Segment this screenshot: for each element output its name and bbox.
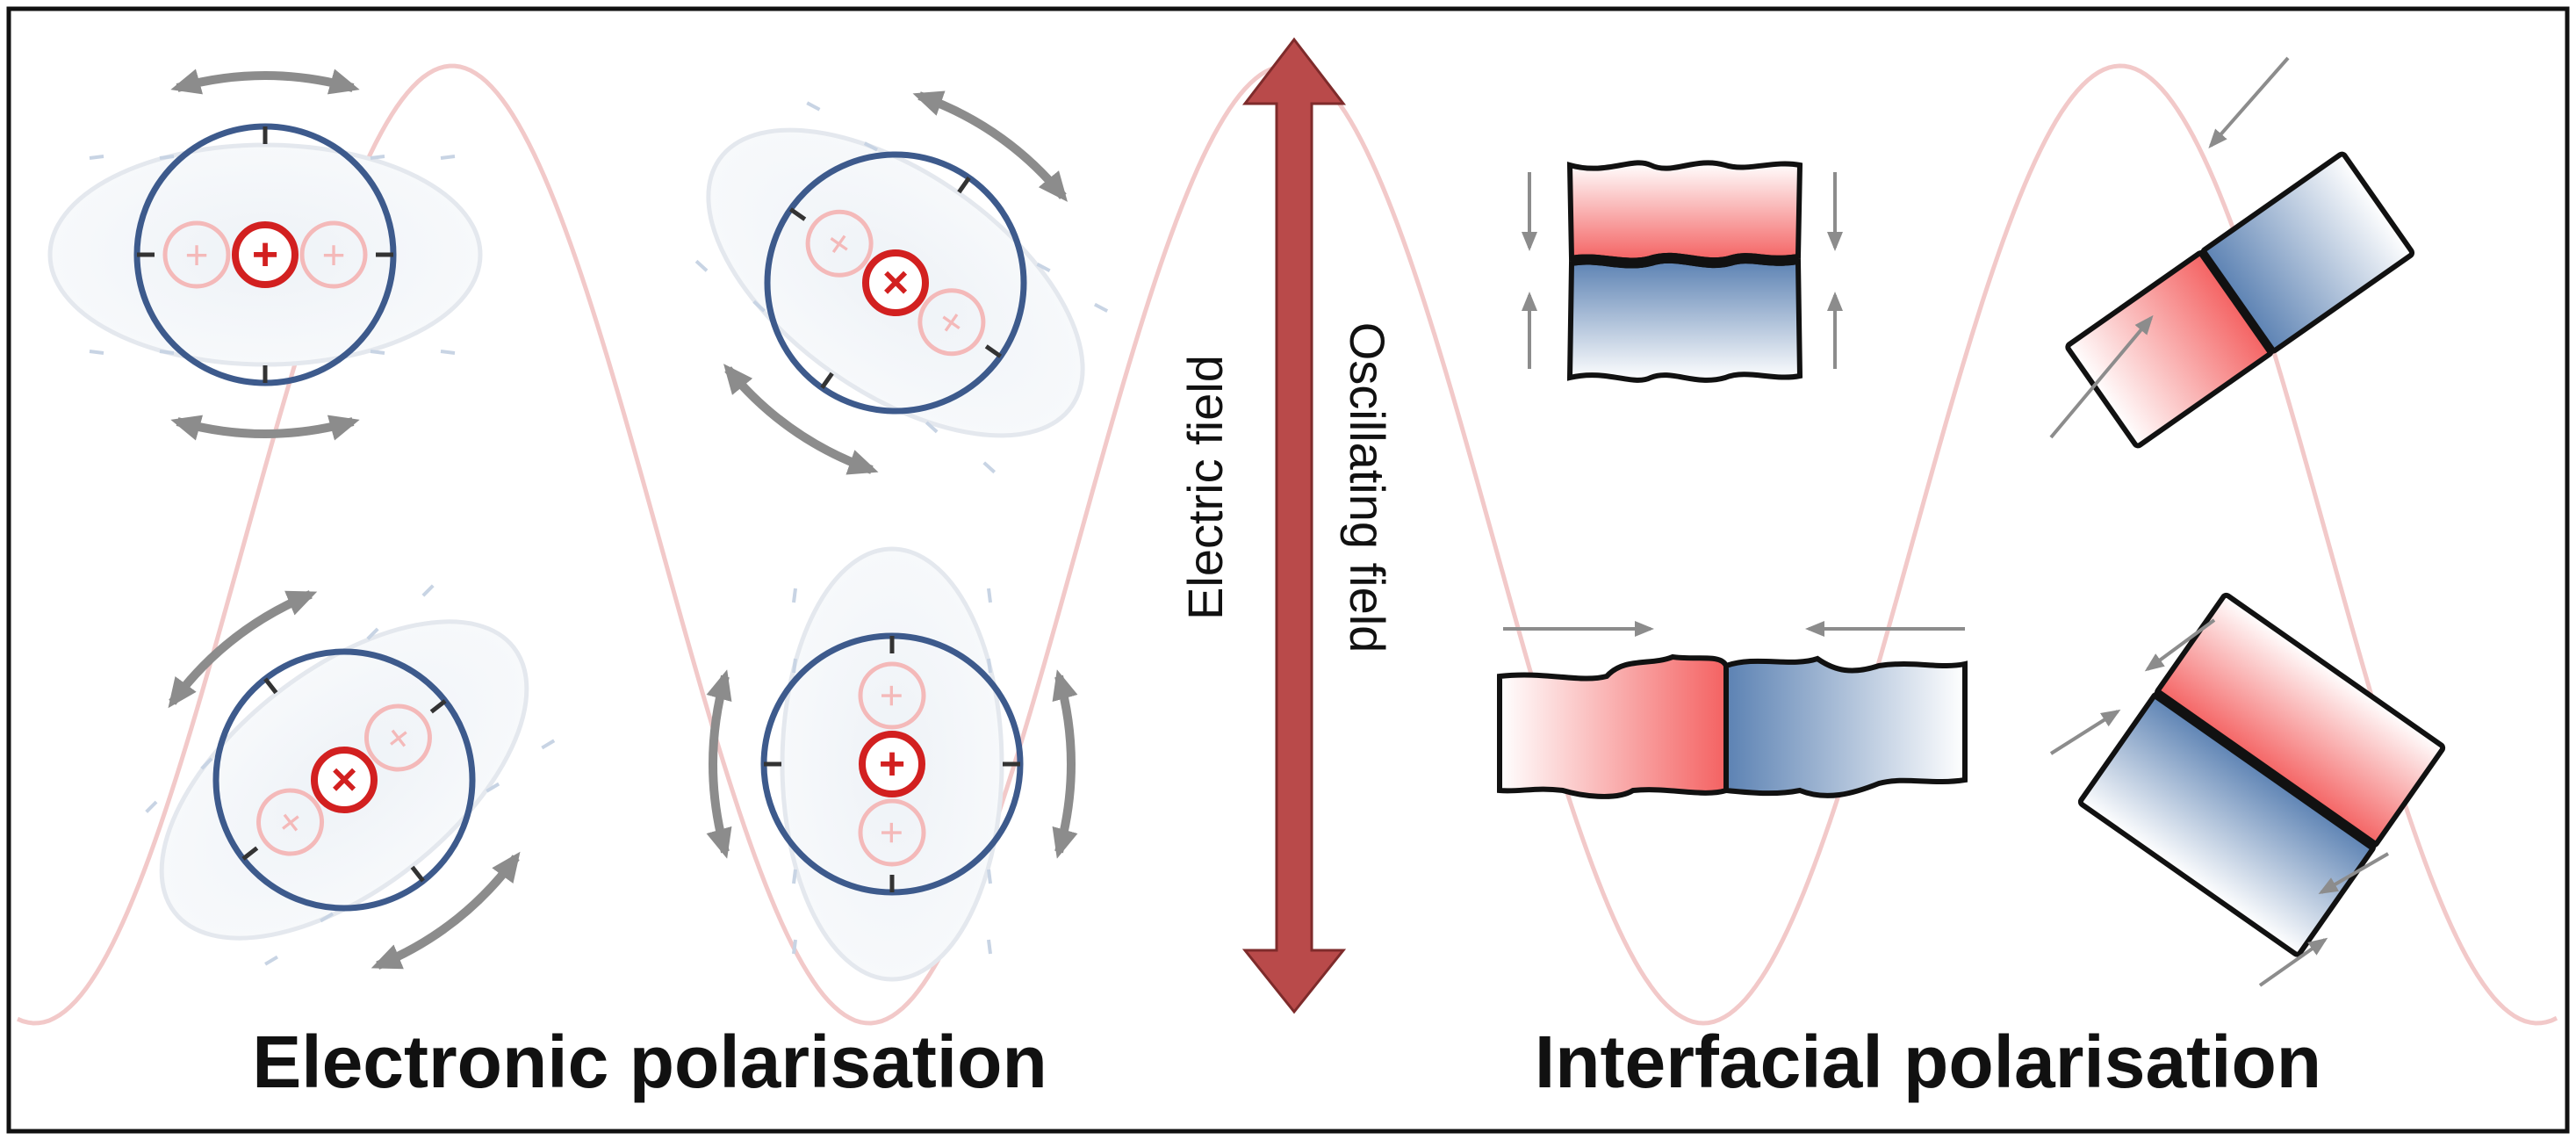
ghost-charge-mark — [366, 627, 379, 640]
ghost-charge-mark — [806, 101, 821, 112]
charge-tick — [429, 699, 447, 714]
electronic-polarisation-group: + + + ++× ++× + + + — [47, 69, 1109, 982]
nucleus-charge-label: × — [882, 257, 909, 308]
curved-double-arrow-icon — [371, 851, 521, 970]
atom-icon: + + + — [706, 546, 1078, 982]
curved-double-arrow-icon — [1052, 669, 1078, 859]
ghost-charge-mark — [264, 955, 278, 966]
charge-tick — [241, 846, 259, 861]
curved-double-arrow-icon — [168, 590, 318, 709]
ghost-charge-mark — [987, 869, 992, 884]
electric-field-arrow — [1241, 37, 1347, 1014]
ghost-charge-mark — [1093, 302, 1109, 313]
nucleus-charge-label: + — [879, 739, 905, 790]
interface-block-icon — [1497, 621, 1968, 799]
interface-block-icon — [2077, 592, 2446, 957]
curved-double-arrow-icon — [706, 669, 732, 859]
nucleus-charge-label: × — [331, 754, 357, 805]
ghost-nucleus — [299, 220, 368, 289]
ghost-charge-mark — [145, 800, 158, 813]
ghost-charge-label: + — [322, 232, 346, 278]
atom-icon: ++× — [694, 90, 1109, 475]
ghost-charge-mark — [440, 155, 456, 160]
nucleus — [311, 747, 378, 813]
nucleus — [232, 221, 299, 288]
interfacial-polarisation-group — [1497, 56, 2446, 987]
ghost-charge-mark — [792, 658, 797, 674]
ghost-nucleus — [917, 288, 986, 357]
ghost-charge-mark — [863, 141, 878, 152]
ghost-charge-mark — [89, 350, 104, 355]
electronic-polarisation-caption: Electronic polarisation — [252, 1021, 1047, 1103]
ghost-charge-mark — [792, 939, 797, 955]
charge-tick — [788, 207, 807, 221]
ghost-charge-mark — [987, 658, 992, 674]
ghost-charge-mark — [792, 869, 797, 884]
ghost-charge-label: + — [185, 232, 209, 278]
double-headed-arrow-icon — [1241, 37, 1347, 1014]
ghost-nucleus — [363, 703, 432, 772]
ghost-charge-mark — [925, 421, 939, 434]
ghost-nucleus — [858, 798, 926, 867]
oscillating-field-label: Oscillating field — [1340, 322, 1395, 653]
ghost-charge-mark — [987, 939, 992, 955]
ghost-charge-label: + — [869, 684, 915, 708]
interface-block-icon — [2065, 151, 2415, 449]
nucleus — [859, 731, 925, 797]
ghost-charge-mark — [200, 757, 213, 770]
ghost-charge-mark — [541, 739, 556, 750]
ghost-charge-mark — [987, 588, 992, 603]
ghost-charge-mark — [370, 350, 385, 355]
ghost-charge-mark — [421, 584, 435, 597]
nucleus — [862, 249, 929, 316]
electron-cloud-ring — [212, 648, 476, 912]
ghost-charge-mark — [320, 912, 335, 923]
ghost-charge-mark — [752, 299, 766, 313]
electric-field-label: Electric field — [1177, 355, 1233, 620]
curved-double-arrow-icon — [723, 364, 879, 475]
ghost-nucleus — [805, 209, 874, 278]
curved-double-arrow-icon — [912, 90, 1068, 202]
ghost-nucleus — [162, 220, 231, 289]
interfacial-polarisation-caption: Interfacial polarisation — [1535, 1021, 2321, 1103]
electron-cloud-ring — [764, 151, 1027, 415]
ghost-charge-mark — [370, 155, 385, 160]
ghost-charge-mark — [982, 461, 997, 474]
atom-icon: ++× — [145, 584, 556, 970]
ghost-charge-mark — [792, 588, 797, 603]
ghost-nucleus — [858, 661, 926, 730]
charge-tick — [984, 344, 1003, 358]
ghost-charge-mark — [159, 155, 175, 160]
ghost-nucleus — [256, 788, 325, 856]
ghost-charge-mark — [694, 259, 709, 272]
ghost-charge-mark — [159, 350, 175, 355]
atom-icon: + + + — [47, 69, 483, 441]
curved-double-arrow-icon — [170, 415, 360, 441]
ghost-charge-mark — [89, 155, 104, 160]
interface-block-icon — [1522, 160, 1843, 383]
ghost-charge-mark — [440, 350, 456, 355]
ghost-charge-label: + — [869, 821, 915, 845]
nucleus-charge-label: + — [252, 229, 278, 280]
curved-double-arrow-icon — [170, 69, 360, 95]
ghost-charge-mark — [1036, 262, 1051, 273]
ghost-charge-mark — [486, 782, 500, 793]
